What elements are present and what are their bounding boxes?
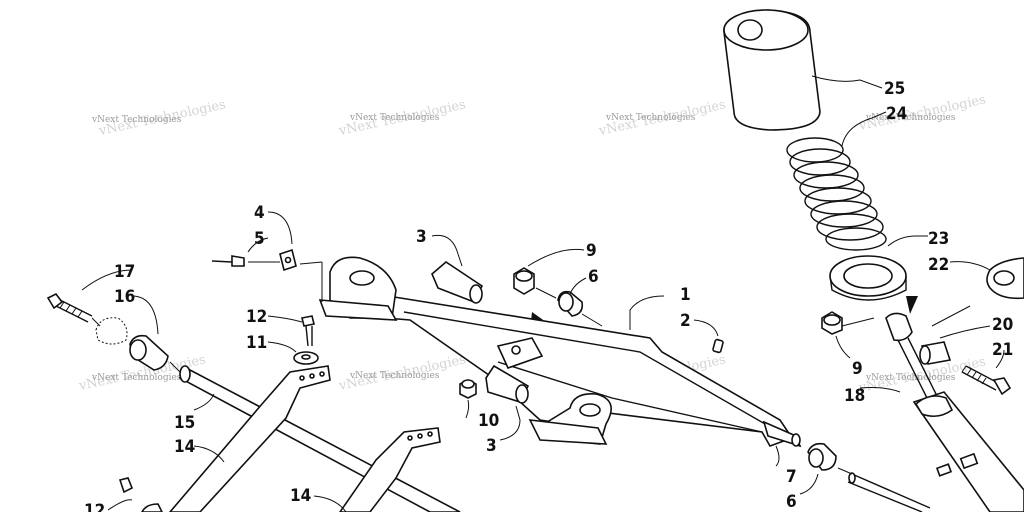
- spring-retainer: [986, 257, 1024, 300]
- watermark: vNext Technologies: [91, 373, 182, 383]
- watermark: vNext Technologies: [605, 113, 696, 123]
- watermark: vNext Technologies: [349, 371, 440, 381]
- callout-7: 7: [786, 467, 797, 487]
- nut-right: [821, 311, 843, 335]
- callout-18: 18: [844, 386, 865, 406]
- callouts: 25 24 23 22 20 21 18 9 1 2 9 6 3 4 5 17 …: [84, 79, 1013, 512]
- callout-22: 22: [928, 255, 949, 275]
- callout-20: 20: [992, 315, 1013, 335]
- spacer-washer: [95, 317, 128, 345]
- callout-15: 15: [174, 413, 195, 433]
- callout-16: 16: [114, 287, 135, 307]
- callout-6-lower: 6: [786, 492, 797, 512]
- bracket-bolt: [301, 315, 315, 347]
- shock-bolt: [961, 365, 1012, 396]
- callout-12-lower: 12: [84, 501, 105, 512]
- mounting-bracket-left: [168, 365, 331, 512]
- bump-stop-boot: [723, 9, 821, 131]
- bolt-lower: [118, 477, 163, 512]
- callout-10: 10: [478, 411, 499, 431]
- watermark: vNext Technologies: [91, 115, 182, 125]
- coil-spring: [786, 137, 887, 251]
- mounting-bracket-right: [339, 427, 441, 512]
- callout-11: 11: [246, 333, 267, 353]
- callout-14-lower: 14: [290, 486, 311, 506]
- nut-upper: [513, 267, 535, 295]
- shaft-bushing: [129, 334, 169, 371]
- a-arm: [318, 256, 802, 448]
- callout-4: 4: [254, 203, 265, 223]
- washer-plate: [279, 248, 297, 272]
- callout-25: 25: [884, 79, 905, 99]
- callout-5: 5: [254, 229, 265, 249]
- bushing-upper: [557, 290, 584, 317]
- callout-23: 23: [928, 229, 949, 249]
- callout-1: 1: [680, 285, 691, 305]
- callout-12-center: 12: [246, 307, 267, 327]
- callout-24: 24: [886, 104, 907, 124]
- callout-2: 2: [680, 311, 691, 331]
- pivot-bolt: [847, 472, 931, 512]
- callout-14-left: 14: [174, 437, 195, 457]
- watermark: vNext Technologies: [865, 113, 956, 123]
- callout-6-upper: 6: [588, 267, 599, 287]
- spring-seat: [829, 255, 907, 301]
- callout-9-right: 9: [852, 359, 863, 379]
- shock-bushing: [919, 341, 952, 365]
- washer: [293, 351, 319, 365]
- mounting-bolt: [46, 292, 93, 323]
- watermark: vNext Technologies: [349, 113, 440, 123]
- pivot-bushing-upper: [431, 260, 484, 304]
- grease-fitting: [712, 338, 724, 354]
- callout-3-lower: 3: [486, 436, 497, 456]
- screw: [211, 255, 245, 267]
- leader-lines: [81, 75, 1005, 512]
- callout-21: 21: [992, 340, 1013, 360]
- callout-3-upper: 3: [416, 227, 427, 247]
- callout-9-upper: 9: [586, 241, 597, 261]
- bushing-lower: [807, 442, 837, 471]
- watermark: vNext Technologies: [865, 373, 956, 383]
- shock-absorber: [885, 312, 1024, 512]
- lock-nut: [459, 379, 477, 399]
- callout-17: 17: [114, 262, 135, 282]
- pivot-bushing-lower: [485, 364, 530, 404]
- arrow-marker: [906, 296, 918, 314]
